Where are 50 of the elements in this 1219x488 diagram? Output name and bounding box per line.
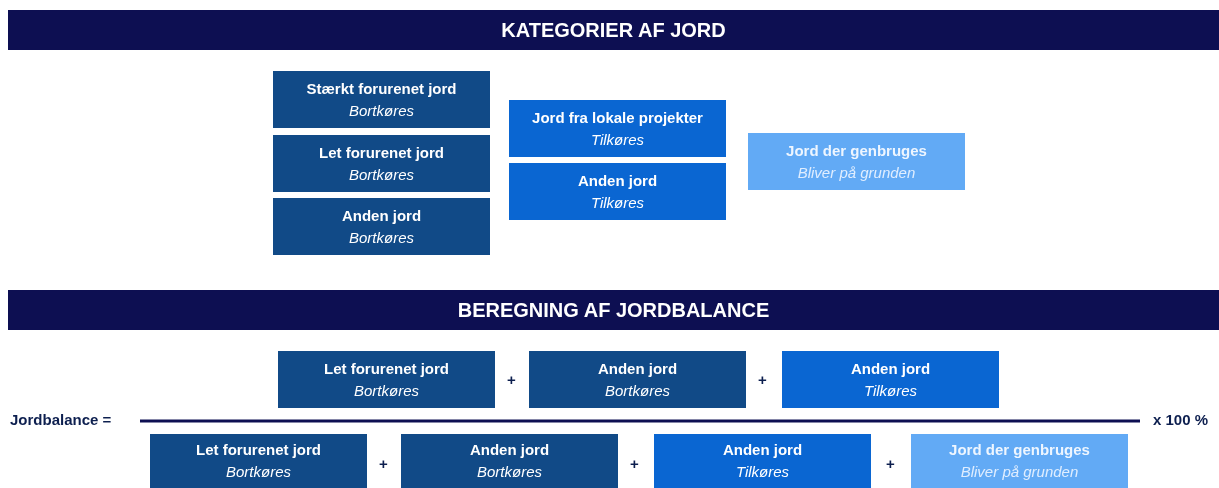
multiplier-label: x 100 %	[1153, 411, 1209, 428]
category-action: Bortkøres	[226, 462, 291, 482]
plus-sign: +	[886, 455, 895, 472]
category-name: Stærkt forurenet jord	[306, 78, 457, 99]
category-action: Bliver på grunden	[960, 462, 1079, 482]
category-name: Anden jord	[597, 358, 678, 379]
category-name: Anden jord	[577, 170, 658, 191]
category-name: Jord der genbruges	[786, 140, 927, 161]
section-header-band	[8, 10, 1219, 50]
plus-sign: +	[507, 371, 516, 388]
category-action: Tilkøres	[863, 380, 918, 401]
plus-sign: +	[379, 455, 388, 472]
category-action: Bortkøres	[605, 380, 670, 401]
category-box	[529, 351, 746, 408]
category-box	[509, 100, 726, 157]
category-action: Bortkøres	[349, 100, 414, 121]
category-name: Jord fra lokale projekter	[532, 107, 703, 128]
category-box	[401, 434, 618, 488]
category-action: Bortkøres	[477, 462, 542, 482]
category-name: Let forurenet jord	[319, 142, 444, 163]
section-title: BEREGNING AF JORDBALANCE	[457, 298, 770, 322]
category-name: Anden jord	[341, 205, 422, 226]
category-box	[748, 133, 965, 190]
category-name: Anden jord	[469, 440, 550, 460]
section-title: KATEGORIER AF JORD	[501, 18, 726, 42]
category-box	[509, 163, 726, 220]
category-name: Anden jord	[850, 358, 931, 379]
category-box	[782, 351, 999, 408]
category-box	[654, 434, 871, 488]
category-action: Bortkøres	[354, 380, 419, 401]
plus-sign: +	[758, 371, 767, 388]
category-name: Let forurenet jord	[196, 440, 321, 460]
category-action: Tilkøres	[590, 129, 645, 150]
category-name: Anden jord	[722, 440, 803, 460]
category-action: Tilkøres	[590, 192, 645, 213]
category-action: Bliver på grunden	[797, 162, 916, 183]
category-box	[911, 434, 1128, 488]
category-action: Bortkøres	[349, 164, 414, 185]
category-action: Tilkøres	[735, 462, 790, 482]
category-box	[278, 351, 495, 408]
category-box	[150, 434, 367, 488]
category-box	[273, 71, 490, 128]
section-header-band	[8, 290, 1219, 330]
formula-label: Jordbalance =	[10, 411, 112, 428]
category-name: Jord der genbruges	[949, 440, 1090, 460]
category-box	[273, 198, 490, 255]
category-box	[273, 135, 490, 192]
plus-sign: +	[630, 455, 639, 472]
category-name: Let forurenet jord	[324, 358, 449, 379]
category-action: Bortkøres	[349, 227, 414, 248]
